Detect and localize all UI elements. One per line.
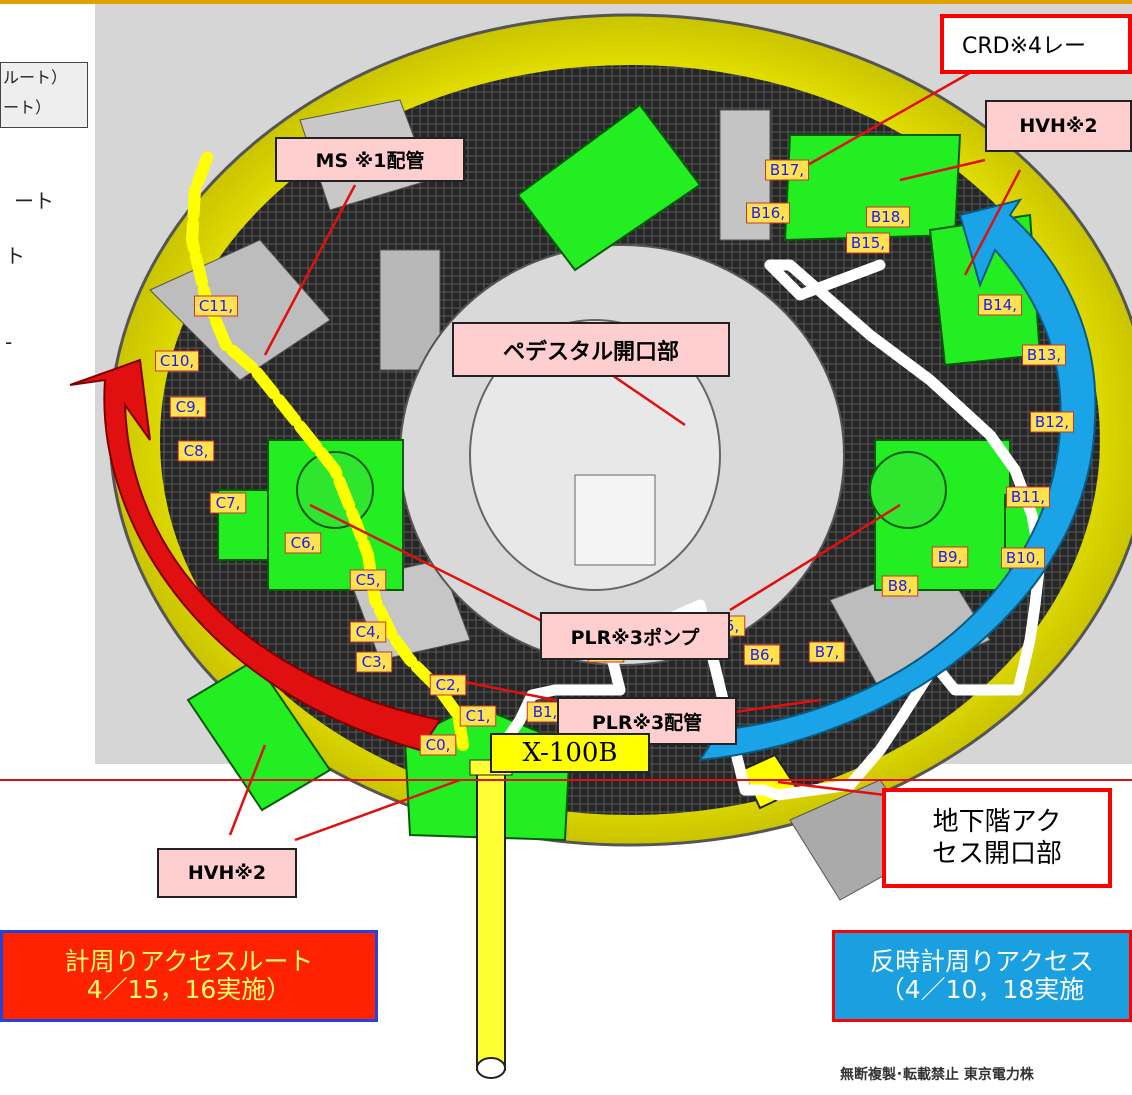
side-text-3: - [5,330,13,354]
clockwise-route-box: 計周りアクセスルート 4／15，16実施） [0,930,378,1022]
route-point-b12: B12, [1030,411,1074,433]
route-point-label: B15, [851,234,885,252]
hvh-left-label: HVH※2 [157,848,297,898]
counter-clockwise-arrow [697,198,1097,762]
route-point-b6: B6, [743,644,781,666]
route-point-label: B10, [1006,549,1040,567]
route-b-path [497,259,1046,801]
route-point-b11: B11, [1006,486,1050,508]
legend-line-2: ート） [3,98,52,117]
route-point-label: C1, [466,707,491,725]
clockwise-route-line-2: 4／15，16実施） [86,975,292,1004]
side-text-1: ート [14,189,54,213]
green-equipment-top [516,103,702,272]
copyright-footer: 無断複製･転載禁止 東京電力株 [840,1067,1034,1083]
route-point-b16: B16, [746,202,790,224]
basement-label-line-2: セス開口部 [931,839,1062,869]
pedestal-opening [469,319,721,591]
route-point-b18: B18, [866,206,910,228]
legend-line-1: ルート） [3,68,68,87]
clockwise-arrow [69,358,442,752]
route-point-b14: B14, [978,294,1022,316]
basement-access-label: 地下階アク セス開口部 [882,788,1112,888]
route-point-b7: B7, [808,641,846,663]
route-point-label: C0, [426,736,451,754]
side-text-2: ト [5,244,25,268]
route-point-c3: C3, [355,651,393,673]
route-point-c2: C2, [429,674,467,696]
route-point-label: B16, [751,204,785,222]
basement-label-line-1: 地下階アク [932,807,1062,837]
route-point-c11: C11, [194,295,238,317]
route-point-b17: B17, [765,159,809,181]
route-point-c9: C9, [169,396,207,418]
route-point-b13: B13, [1022,344,1066,366]
route-point-label: B7, [815,643,840,661]
route-point-c5: C5, [349,569,387,591]
route-point-b10: B10, [1001,547,1045,569]
route-point-c10: C10, [155,350,199,372]
route-point-label: C5, [356,571,381,589]
route-point-label: C8, [184,442,209,460]
route-point-label: B14, [983,296,1017,314]
route-point-label: B18, [871,208,905,226]
route-point-label: B13, [1027,346,1061,364]
route-point-c7: C7, [209,492,247,514]
route-point-label: B6, [750,646,775,664]
route-point-label: C11, [199,297,233,315]
route-point-c4: C4, [349,621,387,643]
route-point-label: C3, [362,653,387,671]
route-point-label: B17, [770,161,804,179]
counter-route-line-2: （4／10，18実施 [879,975,1085,1004]
legend-panel: ルート） ート） [0,62,88,128]
counter-route-line-1: 反時計周りアクセス [870,947,1094,976]
route-point-b1: B1, [526,701,564,723]
route-point-label: C6, [291,534,316,552]
counter-clockwise-route-box: 反時計周りアクセス （4／10，18実施 [832,930,1132,1022]
pedestal-opening-label: ペデスタル開口部 [452,322,730,377]
route-point-label: B9, [938,548,963,566]
route-point-b8: B8, [881,575,919,597]
route-point-b9: B9, [931,546,969,568]
x100b-label: X-100B [490,733,650,773]
ms-pipe-label: MS ※1配管 [275,137,465,182]
route-point-b15: B15, [846,232,890,254]
plr-pump-label: PLR※3ポンプ [540,612,730,660]
clockwise-route-line-1: 計周りアクセスルート [64,947,314,976]
route-point-c6: C6, [284,532,322,554]
hvh-right-label: HVH※2 [985,100,1132,152]
route-point-c0: C0, [419,734,457,756]
route-point-label: C10, [160,352,194,370]
route-point-label: C7, [216,494,241,512]
hvh-left-box [186,658,332,812]
route-point-label: B1, [533,703,558,721]
route-point-c1: C1, [459,705,497,727]
route-point-label: B8, [888,577,913,595]
route-point-label: C2, [436,676,461,694]
route-point-label: C4, [356,623,381,641]
route-point-c8: C8, [177,440,215,462]
crd-rail-label: CRD※4レー [940,14,1132,74]
route-point-label: C9, [176,398,201,416]
route-point-label: B11, [1011,488,1045,506]
route-point-label: B12, [1035,413,1069,431]
